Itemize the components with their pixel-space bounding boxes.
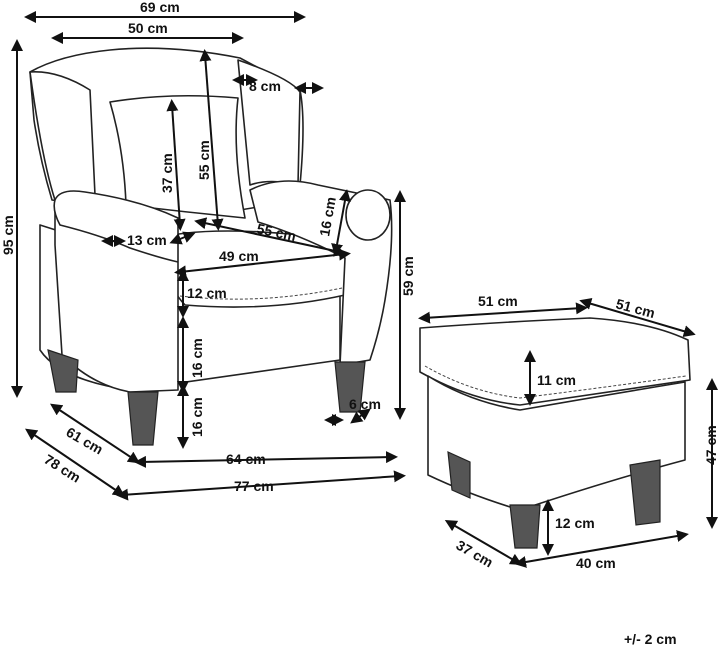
- label-ottoman-width: 40 cm: [576, 555, 616, 571]
- label-back-width: 50 cm: [128, 20, 168, 36]
- label-width-inner: 64 cm: [226, 451, 266, 467]
- ottoman-leg-front-left: [447, 451, 471, 499]
- label-ottoman-top-width: 51 cm: [478, 293, 518, 309]
- armchair-left-wing: [29, 71, 96, 201]
- label-leg-height: 16 cm: [189, 397, 205, 437]
- dim-line-leg-width-b: [350, 408, 371, 424]
- label-arm-total-height: 59 cm: [400, 256, 416, 296]
- dim-line-ottoman-depth: [444, 519, 523, 566]
- dim-line-depth-overall: [25, 428, 125, 497]
- dim-line-ottoman-top-width: [418, 302, 588, 324]
- label-seat-thickness: 12 cm: [187, 285, 227, 301]
- dim-line-width-inner: [134, 451, 398, 468]
- label-depth-inner: 61 cm: [64, 424, 106, 458]
- label-seat-width: 49 cm: [219, 248, 259, 264]
- ottoman-leg-front-right: [629, 459, 661, 526]
- armchair-right-arm-scroll: [345, 189, 391, 241]
- armchair-leg-front-left: [127, 391, 159, 446]
- dim-line-seat-width: [174, 248, 351, 278]
- dim-line-ottoman-top-depth: [579, 297, 696, 338]
- label-backrest-height: 55 cm: [196, 140, 212, 180]
- label-width-overall: 77 cm: [234, 478, 274, 494]
- armchair-right-wing: [237, 59, 301, 186]
- dim-line-cushion: [166, 99, 186, 231]
- tolerance-note: +/- 2 cm: [624, 631, 677, 647]
- label-arm-width: 13 cm: [127, 232, 167, 248]
- ottoman-leg-front: [509, 504, 541, 549]
- armchair-leg-back-left: [47, 349, 79, 393]
- label-leg-width: 6 cm: [349, 396, 381, 412]
- dim-line-arm-height: [331, 189, 351, 256]
- label-ottoman-leg: 12 cm: [555, 515, 595, 531]
- label-base-height: 16 cm: [189, 338, 205, 378]
- label-ottoman-depth: 37 cm: [454, 537, 496, 571]
- label-wing-depth: 8 cm: [249, 78, 281, 94]
- dim-line-arm-width-b: [169, 231, 196, 245]
- label-overall-height: 95 cm: [0, 215, 16, 255]
- dimension-lines: [11, 11, 718, 568]
- label-depth-overall: 78 cm: [41, 451, 83, 486]
- dim-line-width-overall: [116, 470, 406, 501]
- dim-line-seat-depth: [194, 217, 346, 257]
- dim-line-ottoman-width: [514, 530, 689, 568]
- label-overall-width: 69 cm: [140, 0, 180, 15]
- dim-line-backrest: [199, 49, 224, 231]
- label-ottoman-cushion: 11 cm: [537, 372, 576, 388]
- label-cushion-height: 37 cm: [159, 153, 175, 193]
- ottoman-illustration: [419, 317, 691, 549]
- label-ottoman-height: 47 cm: [703, 425, 719, 465]
- label-arm-height: 16 cm: [316, 196, 339, 238]
- armchair-left-arm: [54, 190, 179, 393]
- ottoman-base: [427, 375, 686, 511]
